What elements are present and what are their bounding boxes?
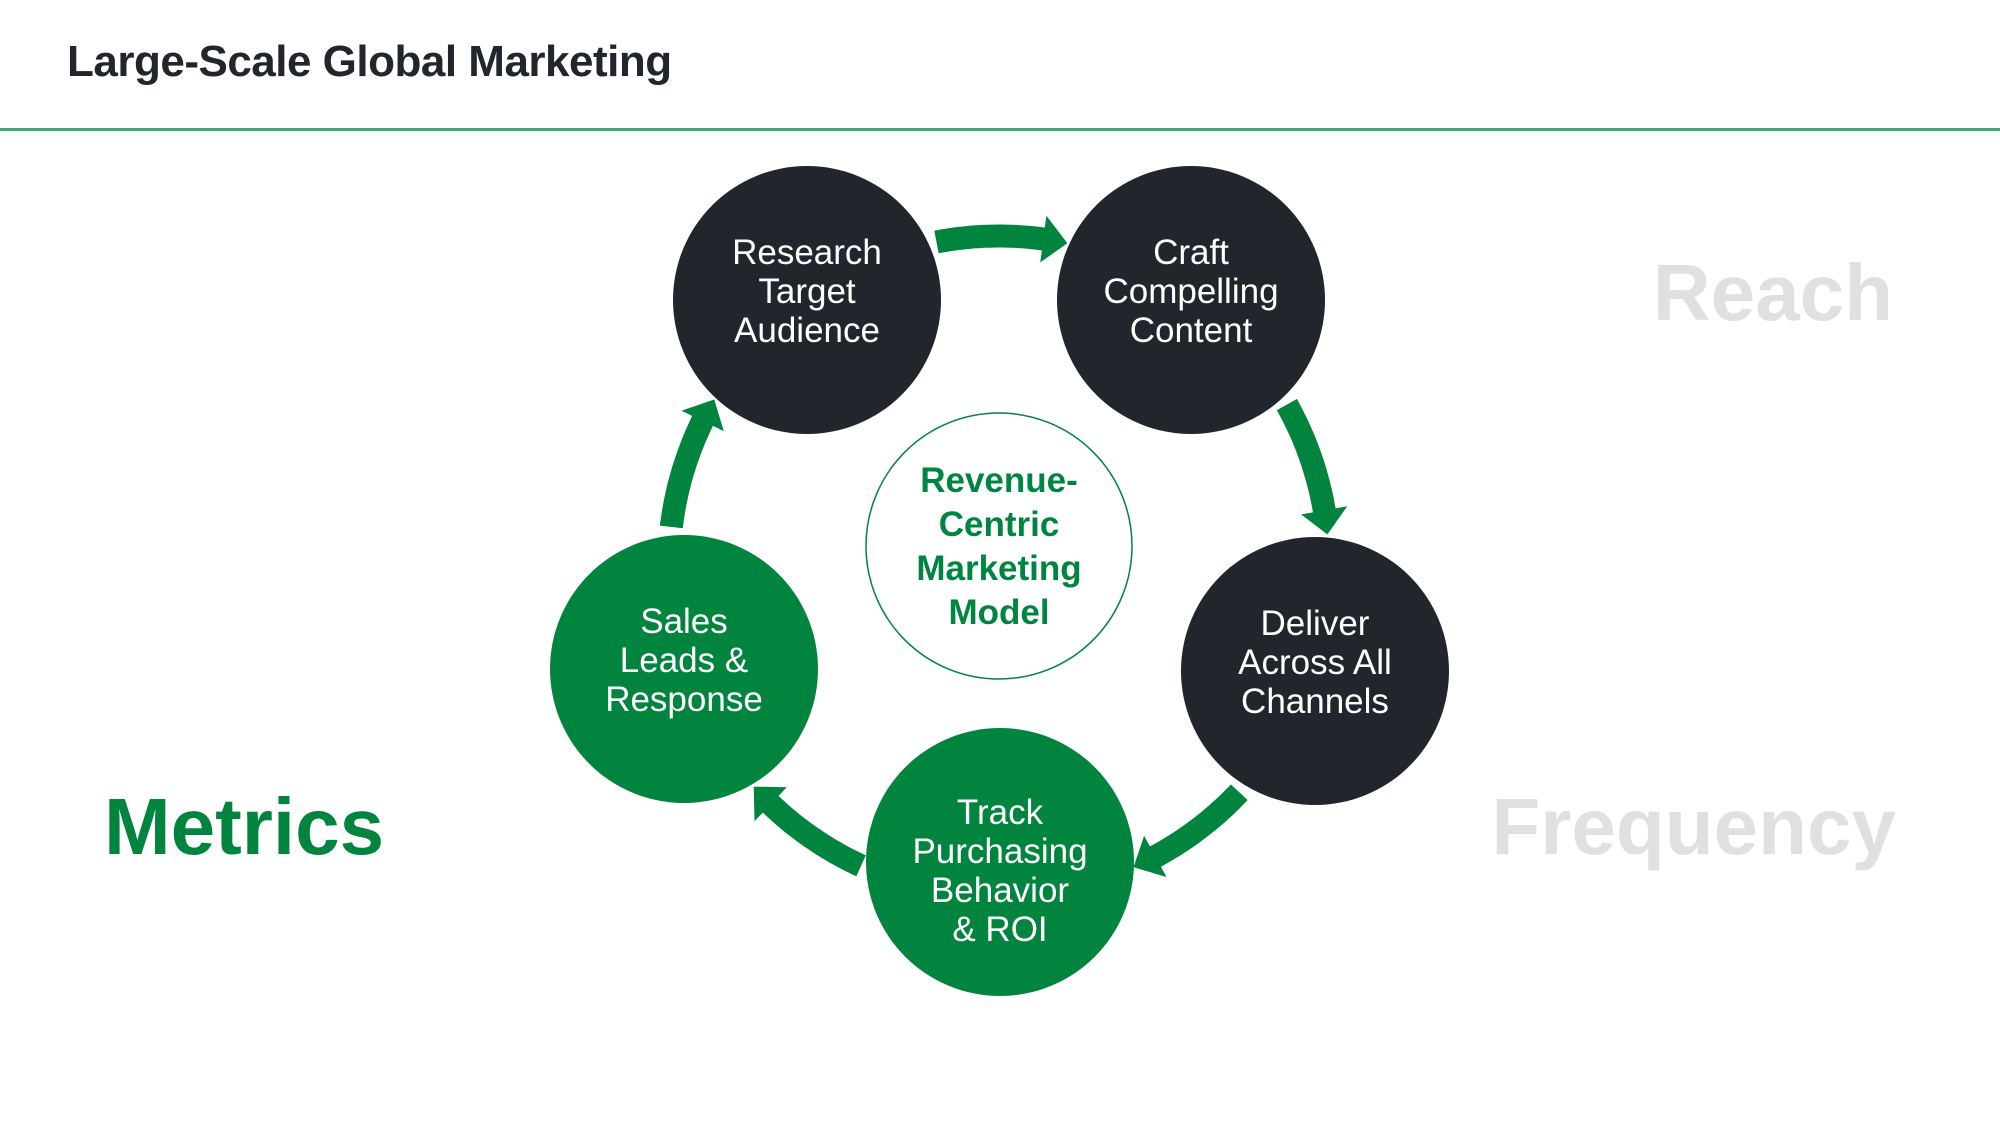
- cycle-node-circle: [550, 535, 818, 803]
- cycle-node-label-line: Compelling: [1103, 272, 1278, 311]
- slide-title: Large-Scale Global Marketing: [67, 37, 672, 86]
- cycle-node-circle: [1057, 166, 1325, 434]
- cycle-node-circle: [1181, 537, 1449, 805]
- cycle-node-label-line: Track: [957, 793, 1044, 832]
- arrow-research-to-craft: [930, 208, 1072, 269]
- cycle-node-label-line: Craft: [1153, 233, 1229, 272]
- arrow-sales-to-research: [656, 395, 729, 532]
- center-hub-label-line: Centric: [939, 505, 1060, 544]
- cycle-node-label-line: Sales: [640, 602, 728, 641]
- arrow-deliver-to-track: [1129, 780, 1252, 883]
- cycle-node-label-line: Content: [1130, 311, 1253, 350]
- cycle-node-label-line: Channels: [1241, 682, 1389, 721]
- arrow-track-to-sales: [750, 783, 870, 881]
- arrow-craft-to-deliver: [1272, 394, 1354, 539]
- frequency-label: Frequency: [1491, 782, 1896, 871]
- cycle-node-label-line: Target: [758, 272, 856, 311]
- cycle-node-label-line: Audience: [734, 311, 880, 350]
- cycle-node-label-line: Leads &: [620, 641, 748, 680]
- cycle-node-label-line: Deliver: [1261, 604, 1370, 643]
- reach-label: Reach: [1652, 248, 1893, 337]
- center-hub-label-line: Model: [948, 593, 1049, 632]
- cycle-node-label-line: Across All: [1238, 643, 1392, 682]
- metrics-label: Metrics: [104, 782, 385, 871]
- cycle-node-label-line: Response: [605, 680, 763, 719]
- cycle-node-label-line: Behavior: [931, 871, 1069, 910]
- cycle-node-label-line: Purchasing: [912, 832, 1087, 871]
- center-hub-label-line: Marketing: [916, 549, 1081, 588]
- title-divider: [0, 128, 2000, 131]
- cycle-node-label-line: & ROI: [952, 910, 1047, 949]
- cycle-arrows: [656, 208, 1354, 883]
- cycle-node-label-line: Research: [732, 233, 882, 272]
- center-hub-circle: [865, 412, 1133, 680]
- center-hub-label-line: Revenue-: [920, 461, 1078, 500]
- cycle-node-circle: [673, 166, 941, 434]
- cycle-node-circle: [866, 728, 1134, 996]
